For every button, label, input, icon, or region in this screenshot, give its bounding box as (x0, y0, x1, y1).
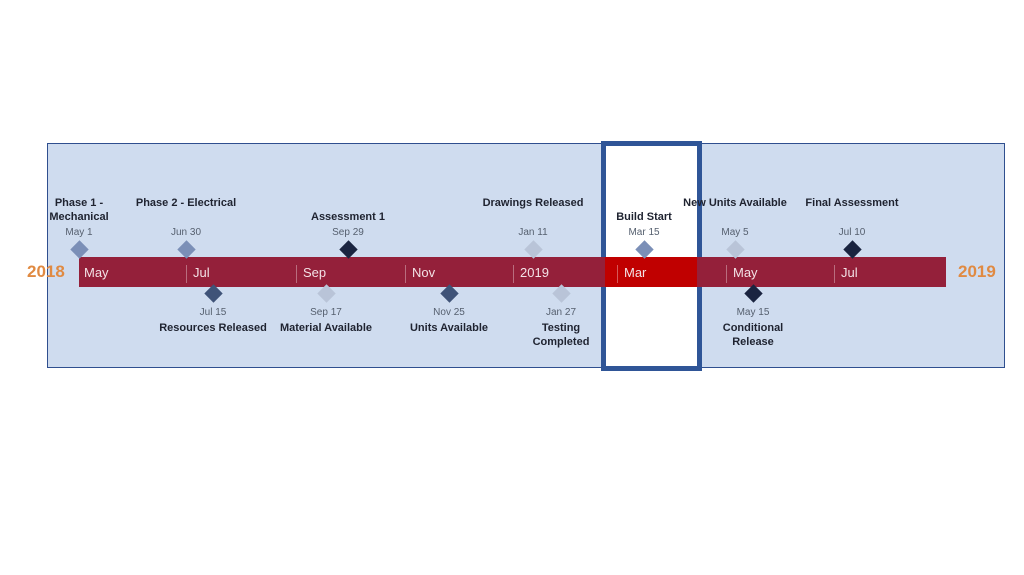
milestone-title: Drawings Released (482, 197, 584, 209)
month-label: May (726, 265, 758, 283)
milestone-title: Final Assessment (805, 197, 899, 209)
milestone-date: Jul 15 (199, 307, 227, 318)
milestone-date: Jul 10 (838, 227, 866, 238)
month-label: May (84, 265, 109, 280)
month-label: Jul (186, 265, 210, 283)
milestone-date: Mar 15 (628, 227, 660, 238)
timeline-panel (47, 143, 1005, 368)
month-label: 2019 (513, 265, 549, 283)
milestone-title: Phase 2 - Electrical (135, 197, 237, 209)
milestone-title: Build Start (616, 211, 672, 223)
year-end: 2019 (958, 262, 996, 281)
milestone-title: Resources Released (159, 322, 267, 334)
highlight-box (601, 141, 702, 371)
month-label: Nov (405, 265, 435, 283)
year-start: 2018 (27, 262, 65, 281)
timeline-bar-highlight (605, 257, 697, 287)
milestone-date: May 1 (65, 227, 93, 238)
month-label: Sep (296, 265, 326, 283)
milestone-title: Phase 1 - Mechanical (49, 197, 109, 223)
milestone-title: New Units Available (683, 197, 787, 209)
milestone-date: May 5 (721, 227, 749, 238)
month-label: Jul (834, 265, 858, 283)
milestone-date: Sep 29 (332, 227, 364, 238)
milestone-date: Jan 27 (545, 307, 577, 318)
milestone-title: Conditional Release (722, 322, 784, 348)
milestone-date: Nov 25 (433, 307, 465, 318)
timeline-bar (79, 257, 946, 287)
milestone-date: Jan 11 (518, 227, 548, 238)
milestone-title: Units Available (409, 322, 489, 334)
milestone-date: May 15 (736, 307, 770, 318)
milestone-date: Jun 30 (170, 227, 202, 238)
milestone-date: Sep 17 (310, 307, 342, 318)
milestone-title: Material Available (279, 322, 373, 334)
milestone-title: Assessment 1 (311, 211, 385, 223)
milestone-title: Testing Completed (532, 322, 590, 348)
month-label: Mar (617, 265, 646, 283)
